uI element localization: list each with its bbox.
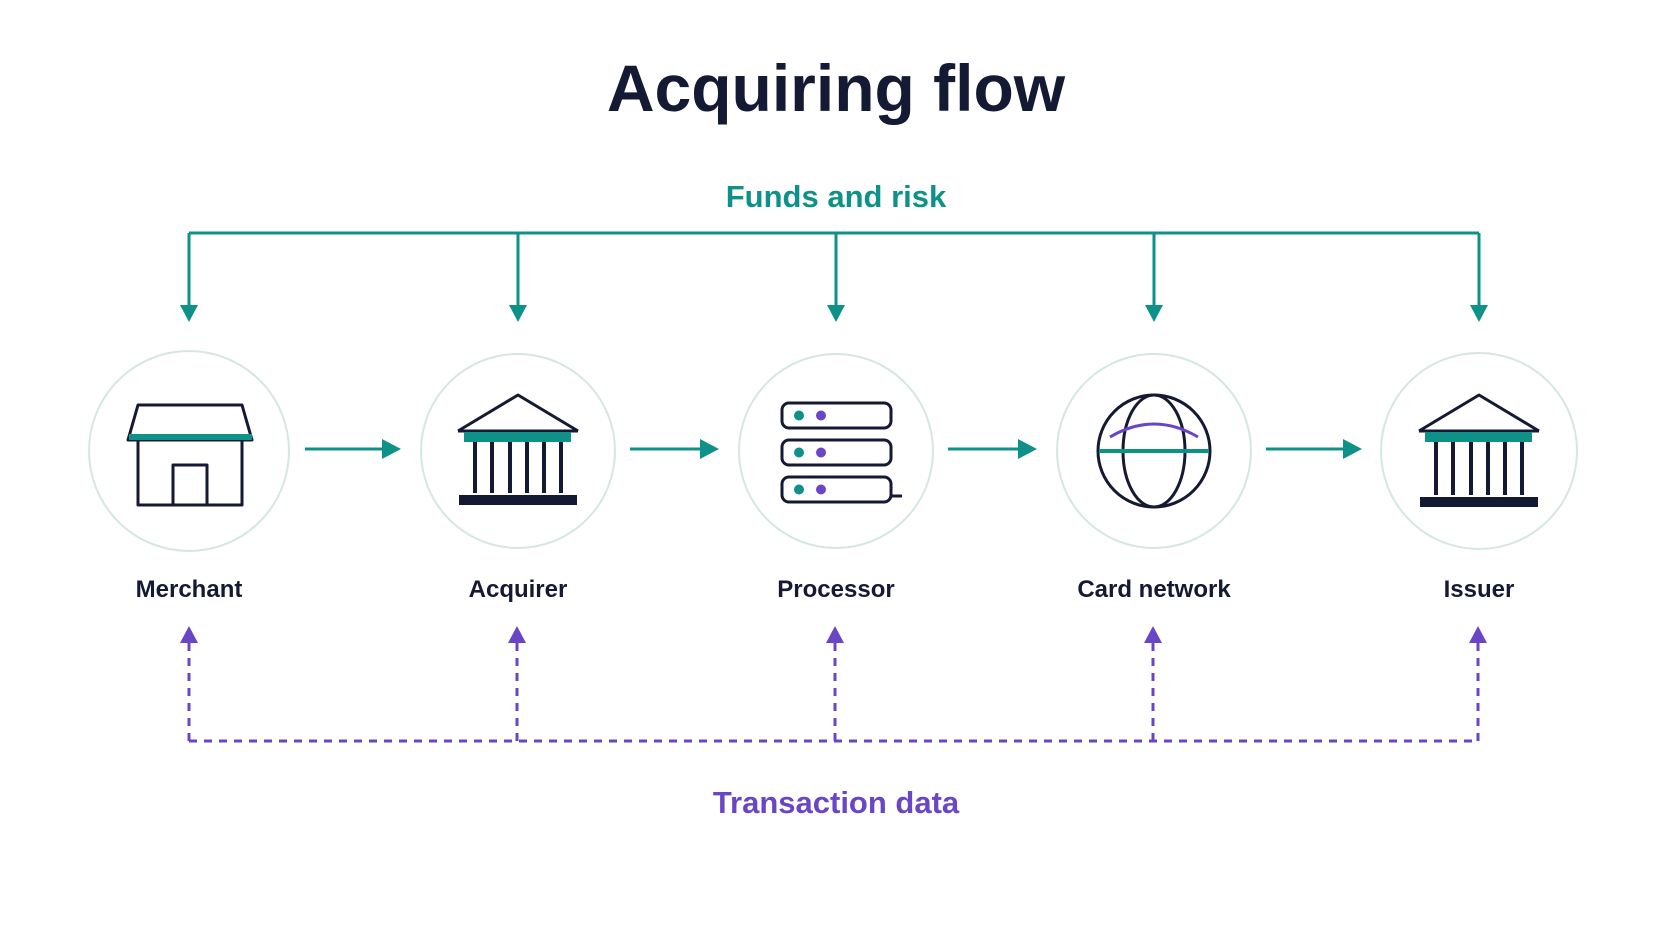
arrow-up-card-network [1144, 626, 1162, 643]
arrow-down-issuer [1470, 305, 1488, 322]
server-icon [780, 401, 902, 504]
arrow-up-issuer [1469, 626, 1487, 643]
storefront-icon [126, 403, 254, 507]
diagram-title: Acquiring flow [607, 51, 1066, 125]
flow-arrows [305, 439, 1362, 459]
merchant-node [88, 350, 290, 552]
bank-icon [457, 393, 579, 505]
arrow-down-processor [827, 305, 845, 322]
arrow-down-merchant [180, 305, 198, 322]
node-label-processor: Processor [777, 576, 894, 603]
arrow-down-card-network [1145, 305, 1163, 322]
flow-arrow-4 [1343, 439, 1362, 459]
arrow-down-acquirer [509, 305, 527, 322]
arrow-up-merchant [180, 626, 198, 643]
flow-arrow-3 [1018, 439, 1037, 459]
flow-arrow-1 [382, 439, 401, 459]
transaction-data-connector [180, 626, 1487, 743]
transaction-data-label: Transaction data [713, 785, 960, 820]
globe-icon [1096, 393, 1212, 509]
node-label-acquirer: Acquirer [469, 576, 568, 603]
funds-and-risk-label: Funds and risk [726, 179, 947, 214]
arrow-up-acquirer [508, 626, 526, 643]
bank-icon [1418, 393, 1540, 507]
funds-and-risk-connector [180, 231, 1488, 322]
acquirer-node [420, 353, 616, 549]
flow-arrow-2 [700, 439, 719, 459]
processor-node [738, 353, 934, 549]
node-label-issuer: Issuer [1444, 576, 1515, 603]
node-label-merchant: Merchant [136, 576, 243, 603]
issuer-node [1380, 352, 1578, 550]
arrow-up-processor [826, 626, 844, 643]
node-label-card-network: Card network [1077, 576, 1231, 603]
